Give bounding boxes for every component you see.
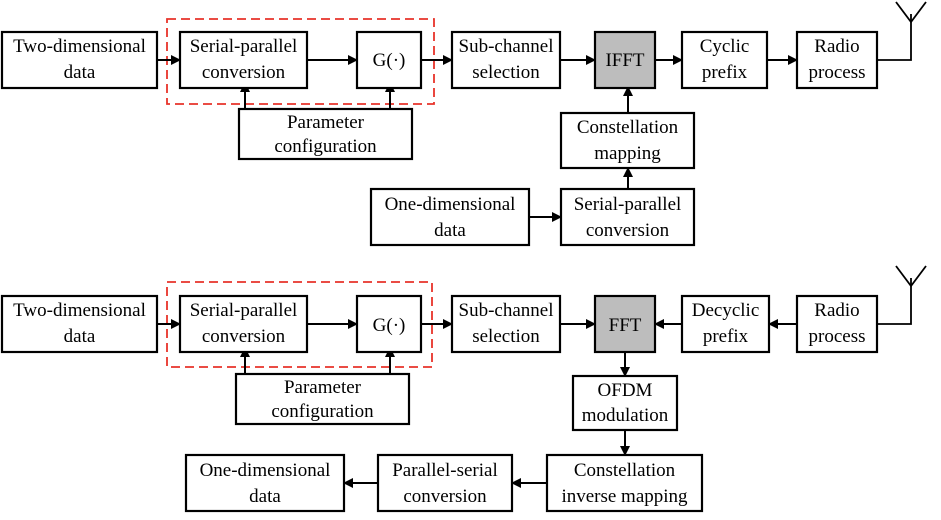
tx-constellation-line2: mapping [594, 143, 661, 164]
tx-antenna-icon [877, 1, 927, 61]
tx-one-dim-data-line1: One-dimensional [385, 194, 516, 215]
rx-dashed-group [166, 281, 433, 368]
rx-one-dim-data-line1: One-dimensional [200, 460, 331, 481]
tx-one-dim-data-line2: data [434, 220, 466, 241]
rx-subchannel-line2: selection [472, 326, 540, 347]
tx-ifft-label: IFFT [605, 50, 644, 71]
rx-serial-parallel-line1: Serial-parallel [190, 300, 298, 321]
rx-param-config-line2: configuration [271, 401, 374, 422]
rx-radio-process-line1: Radio [814, 300, 859, 321]
tx-two-dim-data-line2: data [64, 62, 96, 83]
rx-radio-process-box: Radio process [795, 294, 879, 354]
tx-cyclic-prefix-line1: Cyclic [700, 36, 750, 57]
tx-constellation-box: Constellation mapping [559, 111, 696, 170]
tx-g-function-label: G(·) [373, 50, 406, 71]
rx-decyclic-prefix-line1: Decyclic [692, 300, 760, 321]
tx-radio-process-line2: process [809, 62, 866, 83]
rx-constellation-inverse-line2: inverse mapping [561, 486, 688, 507]
rx-ofdm-modulation-box: OFDM modulation [571, 374, 679, 432]
tx-constellation-line1: Constellation [577, 117, 679, 138]
tx-subchannel-line1: Sub-channel [459, 36, 554, 57]
tx-g-function-box: G(·) [355, 30, 423, 90]
transmitter-diagram: Two-dimensional data Serial-parallel con… [0, 1, 927, 247]
tx-serial-parallel-2-line2: conversion [586, 220, 670, 241]
rx-subchannel-line1: Sub-channel [459, 300, 554, 321]
rx-parallel-serial-line2: conversion [403, 486, 487, 507]
rx-fft-label: FFT [609, 315, 642, 336]
rx-serial-parallel-box: Serial-parallel conversion [178, 294, 309, 354]
rx-param-config-box: Parameter configuration [234, 372, 411, 426]
rx-one-dim-data-line2: data [249, 486, 281, 507]
rx-parallel-serial-box: Parallel-serial conversion [376, 453, 514, 513]
rx-two-dim-data-line1: Two-dimensional [13, 300, 146, 321]
tx-subchannel-line2: selection [472, 62, 540, 83]
rx-two-dim-data-line2: data [64, 326, 96, 347]
tx-serial-parallel-line2: conversion [202, 62, 286, 83]
rx-constellation-inverse-box: Constellation inverse mapping [545, 453, 704, 513]
tx-serial-parallel-box: Serial-parallel conversion [178, 30, 309, 90]
tx-subchannel-box: Sub-channel selection [450, 30, 562, 90]
tx-ifft-box: IFFT [593, 30, 657, 90]
rx-param-config-line1: Parameter [284, 377, 362, 398]
rx-ofdm-modulation-line1: OFDM [598, 380, 653, 401]
tx-param-config-line2: configuration [274, 136, 377, 157]
rx-g-function-label: G(·) [373, 315, 406, 336]
rx-one-dim-data-box: One-dimensional data [184, 453, 346, 513]
rx-g-function-box: G(·) [355, 294, 423, 354]
rx-parallel-serial-line1: Parallel-serial [392, 460, 498, 481]
rx-constellation-inverse-line1: Constellation [574, 460, 676, 481]
rx-decyclic-prefix-line2: prefix [703, 326, 749, 347]
tx-cyclic-prefix-line2: prefix [702, 62, 748, 83]
tx-two-dim-data-line1: Two-dimensional [13, 36, 146, 57]
rx-subchannel-box: Sub-channel selection [450, 294, 562, 354]
tx-radio-process-line1: Radio [814, 36, 859, 57]
tx-serial-parallel-line1: Serial-parallel [190, 36, 298, 57]
rx-fft-box: FFT [593, 294, 657, 354]
tx-two-dim-data-box: Two-dimensional data [0, 30, 159, 90]
tx-cyclic-prefix-box: Cyclic prefix [680, 30, 769, 90]
rx-antenna-icon [877, 265, 927, 325]
tx-dashed-group [166, 18, 435, 105]
rx-serial-parallel-line2: conversion [202, 326, 286, 347]
tx-param-config-box: Parameter configuration [237, 107, 414, 161]
rx-decyclic-prefix-box: Decyclic prefix [680, 294, 771, 354]
tx-serial-parallel-2-line1: Serial-parallel [574, 194, 682, 215]
receiver-diagram: Two-dimensional data Serial-parallel con… [0, 265, 927, 513]
rx-two-dim-data-box: Two-dimensional data [0, 294, 159, 354]
tx-one-dim-data-box: One-dimensional data [369, 187, 531, 247]
rx-radio-process-line2: process [809, 326, 866, 347]
tx-serial-parallel-2-box: Serial-parallel conversion [559, 187, 696, 247]
tx-radio-process-box: Radio process [795, 30, 879, 90]
tx-param-config-line1: Parameter [287, 112, 365, 133]
rx-ofdm-modulation-line2: modulation [582, 405, 669, 426]
